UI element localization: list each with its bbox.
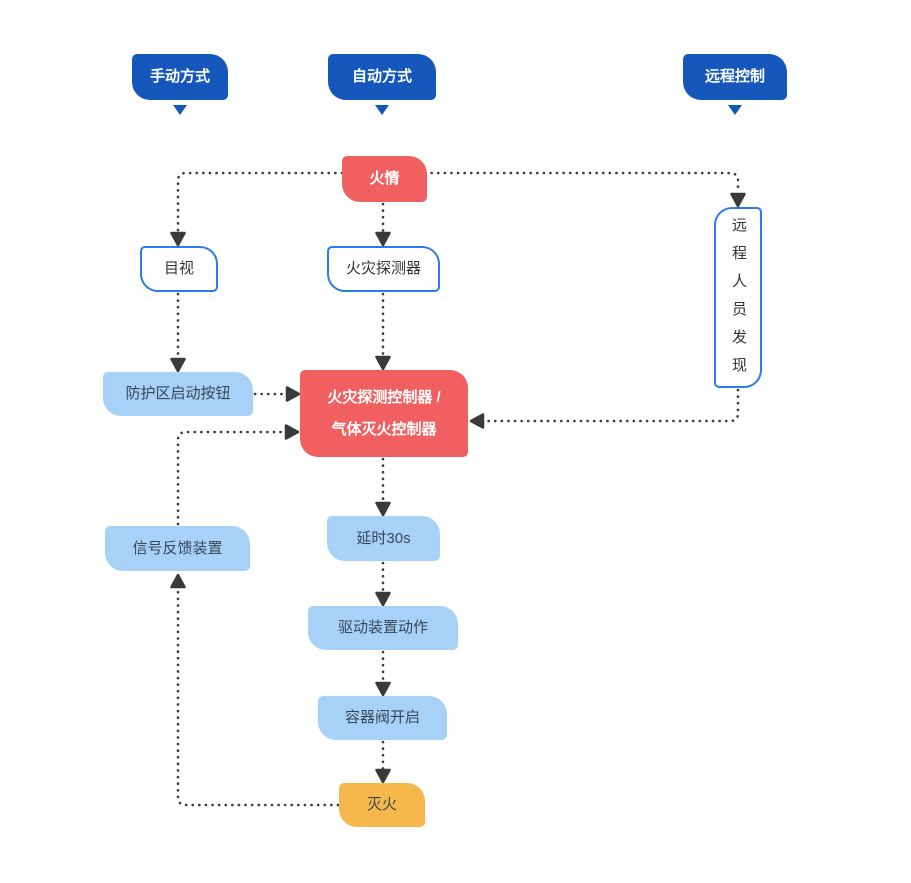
node-fire-detector[interactable]: 火灾探测器 xyxy=(327,246,440,292)
arrowhead-down-icon xyxy=(375,501,391,517)
arrowhead-down-icon xyxy=(375,231,391,247)
edge-remote-personnel-to-controller xyxy=(483,388,740,423)
node-delay-30s[interactable]: 延时30s xyxy=(327,516,440,561)
arrowhead-down-icon xyxy=(730,192,746,208)
arrowhead-left-icon xyxy=(469,413,485,429)
controller-label-line2: 气体灭火控制器 xyxy=(331,420,437,438)
edge-feedback-to-controller xyxy=(176,430,286,526)
node-drive-device[interactable]: 驱动装置动作 xyxy=(308,606,458,650)
arrowhead-down-icon xyxy=(170,231,186,247)
node-signal-feedback[interactable]: 信号反馈装置 xyxy=(105,526,250,571)
node-fire[interactable]: 火情 xyxy=(342,156,427,202)
pointer-down-icon xyxy=(375,105,389,115)
arrowhead-down-icon xyxy=(170,357,186,373)
node-remote-personnel[interactable]: 远程人员发现 xyxy=(714,207,762,388)
node-remote-control[interactable]: 远程控制 xyxy=(683,54,787,100)
pointer-down-icon xyxy=(173,105,187,115)
arrowhead-down-icon xyxy=(375,768,391,784)
edge-fire-to-remote-personnel xyxy=(423,171,740,194)
pointer-down-icon xyxy=(728,105,742,115)
edge-extinguish-to-feedback xyxy=(176,587,340,807)
node-auto-mode[interactable]: 自动方式 xyxy=(328,54,436,100)
arrowhead-down-icon xyxy=(375,591,391,607)
arrowhead-right-icon xyxy=(285,386,301,402)
arrowhead-up-icon xyxy=(170,573,186,589)
arrowhead-right-icon xyxy=(284,424,300,440)
node-zone-start-button[interactable]: 防护区启动按钮 xyxy=(103,372,253,416)
node-visual[interactable]: 目视 xyxy=(140,246,218,292)
node-manual-mode[interactable]: 手动方式 xyxy=(132,54,228,100)
node-controller[interactable]: 火灾探测控制器 / 气体灭火控制器 xyxy=(300,370,468,457)
edge-fire-to-visual xyxy=(176,171,344,233)
node-extinguish[interactable]: 灭火 xyxy=(339,783,425,827)
node-container-valve[interactable]: 容器阀开启 xyxy=(318,696,447,740)
controller-label-line1: 火灾探测控制器 / xyxy=(327,388,441,406)
arrowhead-down-icon xyxy=(375,681,391,697)
arrowhead-down-icon xyxy=(375,355,391,371)
